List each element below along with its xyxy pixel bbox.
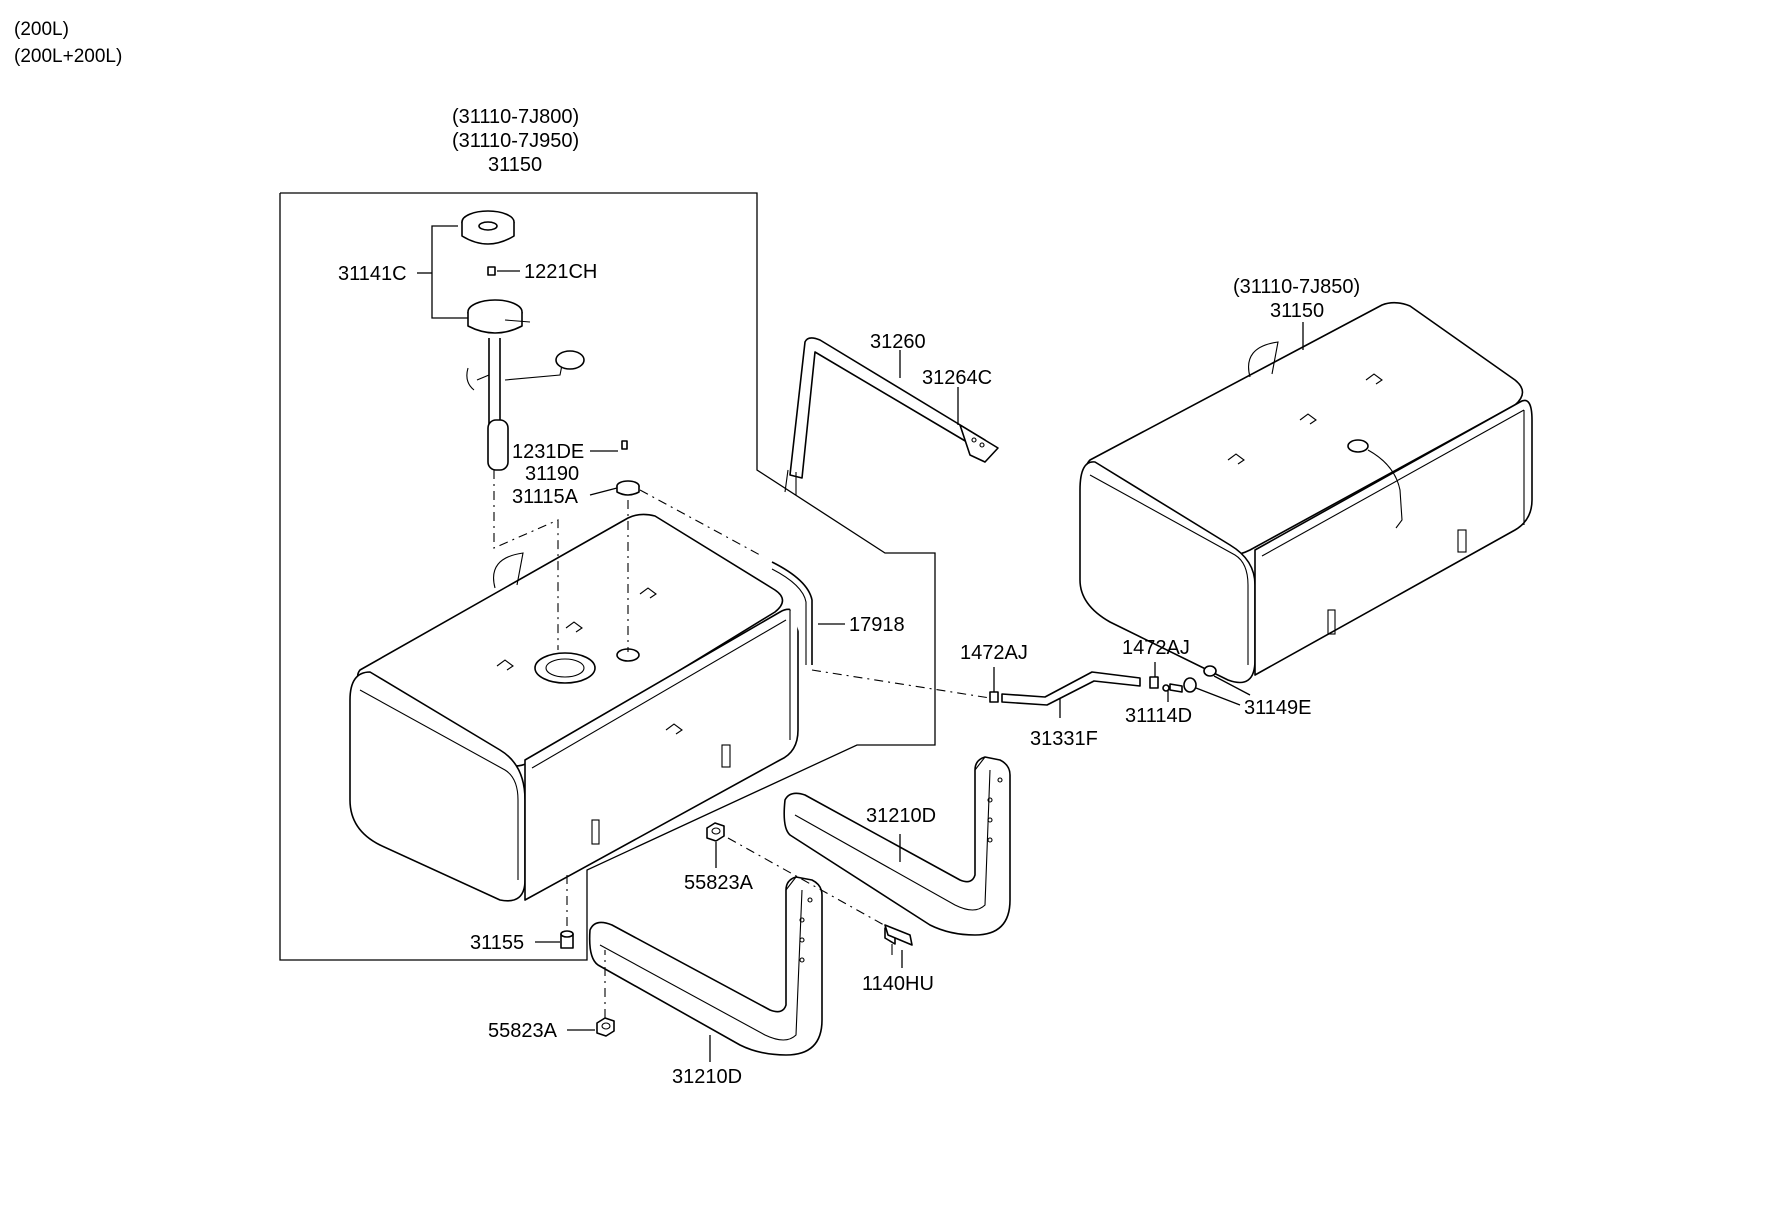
left-fuel-tank <box>349 513 799 902</box>
band-31264c-label: 31264C <box>922 367 992 389</box>
clamp-left-label: 1472AJ <box>960 642 1028 664</box>
hose-17918-label: 17918 <box>849 614 905 636</box>
right-tank-code-label: (31110-7J850) <box>1233 276 1360 298</box>
right-tank-label: 31150 <box>1270 300 1324 322</box>
bracket-lower-label: 31210D <box>672 1066 742 1088</box>
sender-assy-label: 31141C <box>338 263 407 285</box>
tank-strap <box>784 337 999 495</box>
breather-hose <box>771 561 813 665</box>
left-tank-code-a: (31110-7J800) <box>452 106 579 128</box>
nut-upper-label: 55823A <box>684 872 754 894</box>
variant-200l-200l-label: (200L+200L) <box>14 46 122 67</box>
clamp-right-label: 1472AJ <box>1122 637 1190 659</box>
fuel-cap <box>616 440 640 496</box>
screw-1231de-label: 1231DE <box>512 441 584 463</box>
bolt-1140hu <box>884 924 913 955</box>
fitting-31149e-label: 31149E <box>1244 697 1311 719</box>
variant-200l-label: (200L) <box>14 19 69 40</box>
nut-upper <box>706 822 725 842</box>
bracket-upper-label: 31210D <box>866 805 936 827</box>
nut-lower-label: 55823A <box>488 1020 558 1042</box>
nut-lower <box>596 1017 615 1037</box>
screw-1221ch-label: 1221CH <box>524 261 597 283</box>
left-tank-code-b: (31110-7J950) <box>452 130 579 152</box>
hose-31331f-label: 31331F <box>1030 728 1098 750</box>
bolt-1140hu-label: 1140HU <box>862 973 934 995</box>
fitting-31114d-label: 31114D <box>1125 705 1192 727</box>
tank-fittings <box>1162 677 1197 693</box>
cap-31115a-label: 31115A <box>512 486 579 508</box>
crossover-hose <box>989 671 1159 706</box>
band-31260-label: 31260 <box>870 331 926 353</box>
left-tank-label: 31150 <box>488 154 542 176</box>
sender-callout <box>431 225 468 319</box>
tank-bracket-upper <box>783 756 1011 936</box>
tank-bracket-lower <box>588 876 823 1056</box>
assembly-outline <box>279 192 936 961</box>
fuel-sender-assembly <box>461 210 585 471</box>
drain-31155-label: 31155 <box>470 932 524 954</box>
right-fuel-tank <box>1079 301 1533 684</box>
cap-31190-label: 31190 <box>525 463 579 485</box>
drain-plug <box>560 930 574 949</box>
